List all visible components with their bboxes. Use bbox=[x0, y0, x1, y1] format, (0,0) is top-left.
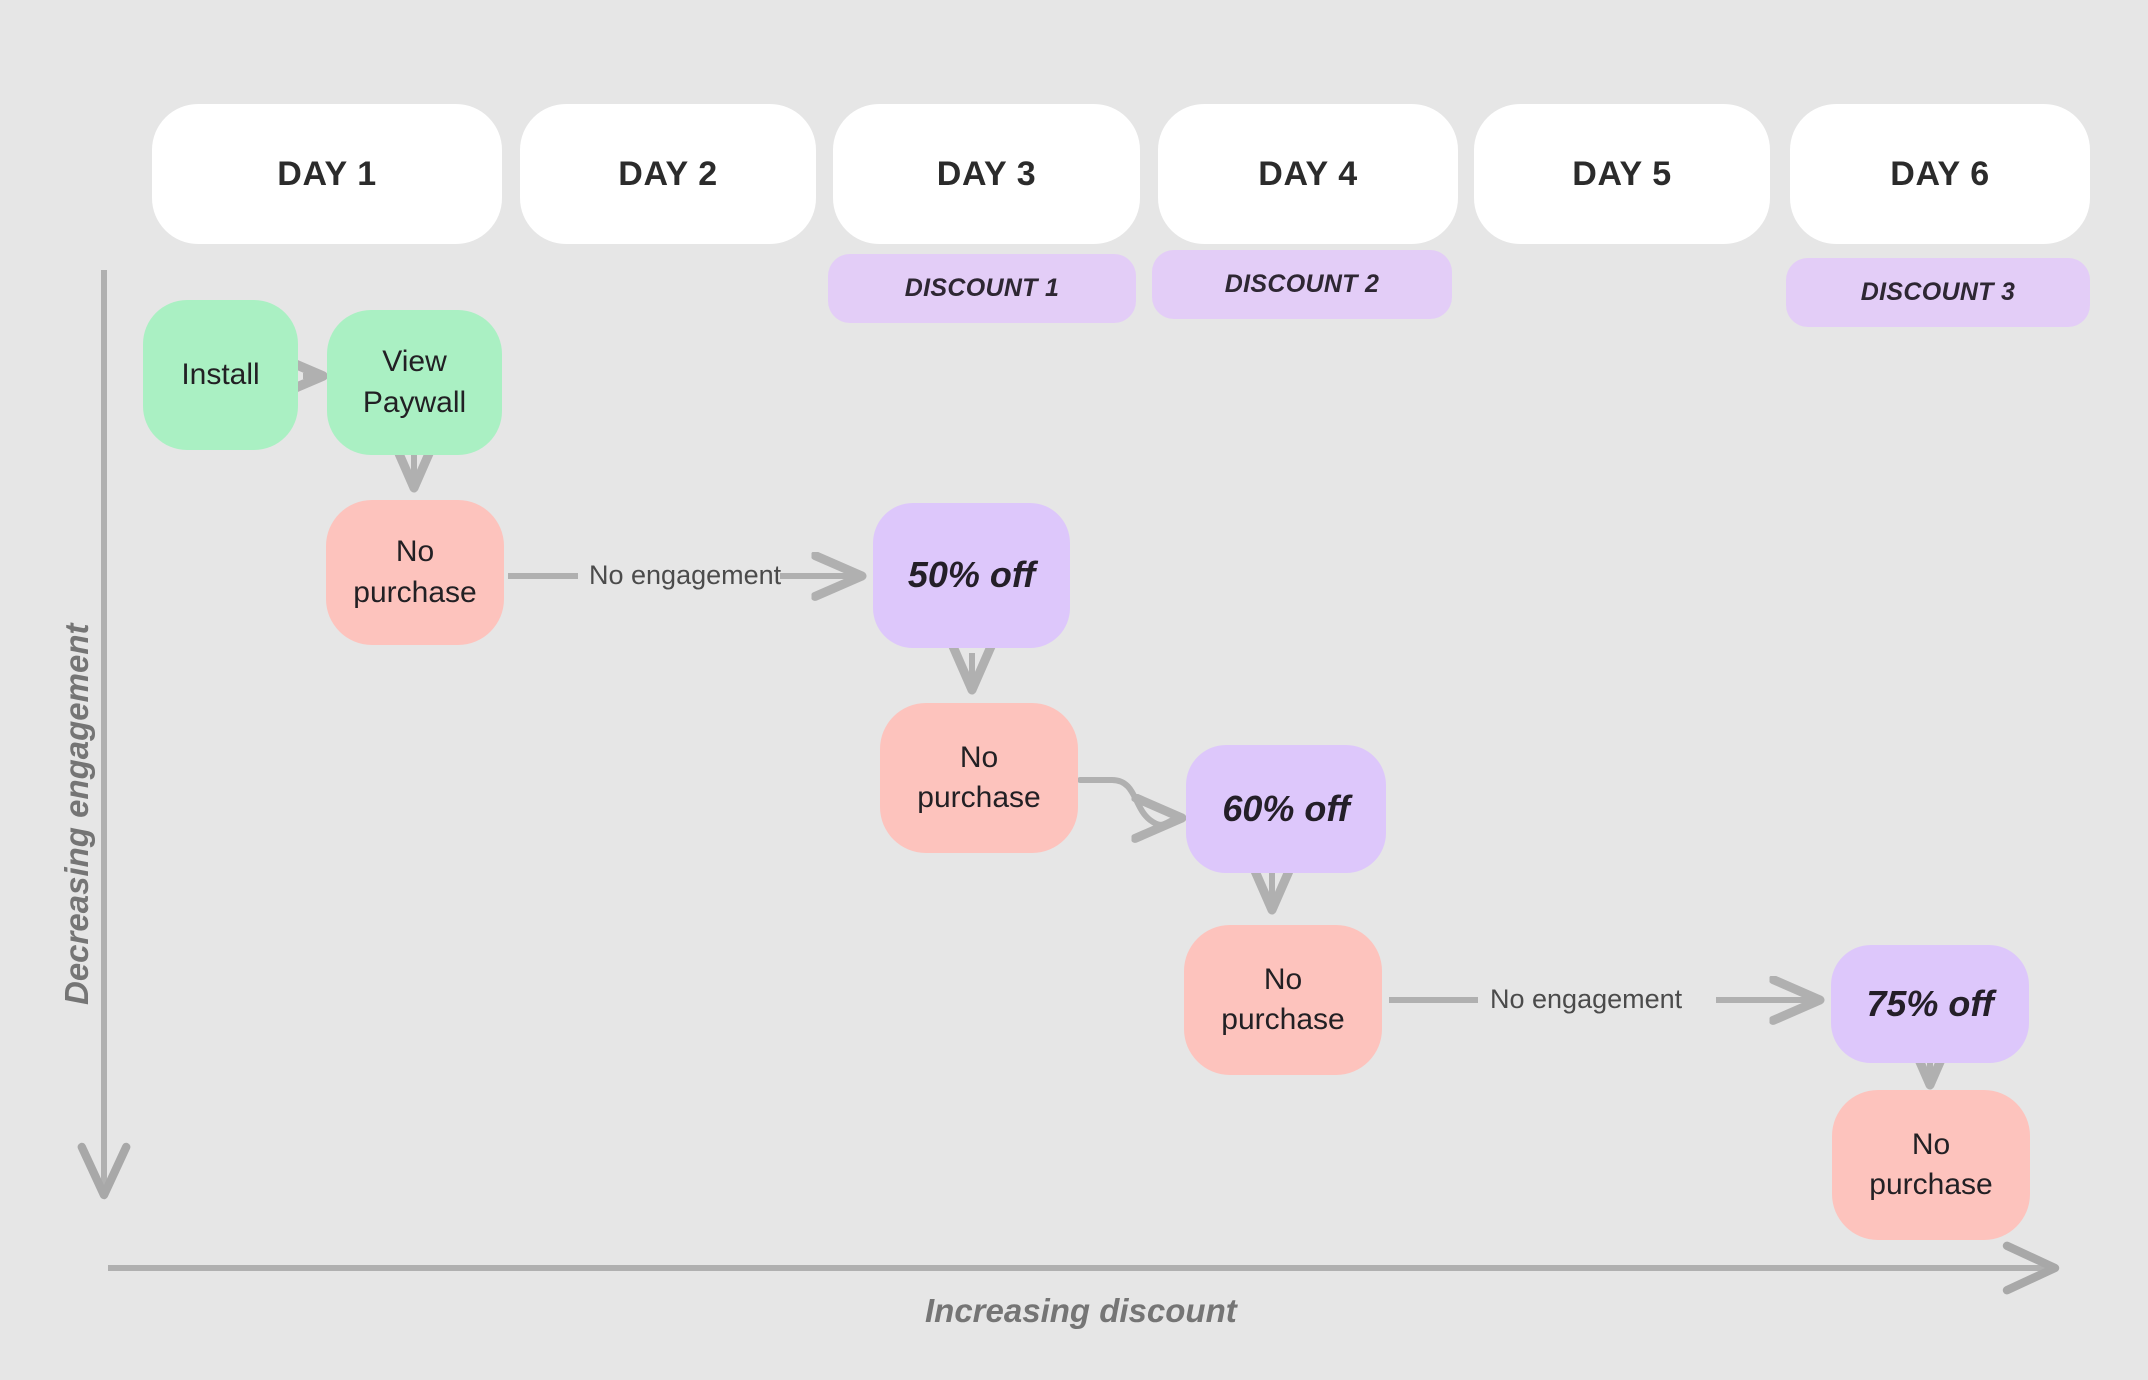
node-no-purchase-2[interactable]: No purchase bbox=[880, 703, 1078, 853]
day-card-label: DAY 6 bbox=[1890, 154, 1990, 193]
discount-badge-1[interactable]: DISCOUNT 1 bbox=[828, 254, 1136, 323]
day-card-6[interactable]: DAY 6 bbox=[1790, 104, 2090, 244]
day-card-label: DAY 5 bbox=[1572, 154, 1672, 193]
node-75-off[interactable]: 75% off bbox=[1831, 945, 2029, 1063]
node-install[interactable]: Install bbox=[143, 300, 298, 450]
discount-badge-label: DISCOUNT 3 bbox=[1860, 278, 2016, 306]
node-no-purchase-4[interactable]: No purchase bbox=[1832, 1090, 2030, 1240]
day-card-1[interactable]: DAY 1 bbox=[152, 104, 502, 244]
node-no-purchase-1[interactable]: No purchase bbox=[326, 500, 504, 645]
node-label: 60% off bbox=[1222, 787, 1350, 829]
node-label: 50% off bbox=[907, 554, 1036, 596]
day-card-2[interactable]: DAY 2 bbox=[520, 104, 816, 244]
node-60-off[interactable]: 60% off bbox=[1186, 745, 1386, 873]
node-label: View Paywall bbox=[362, 345, 467, 419]
discount-badge-2[interactable]: DISCOUNT 2 bbox=[1152, 250, 1452, 319]
node-no-purchase-3[interactable]: No purchase bbox=[1184, 925, 1382, 1075]
discount-badge-label: DISCOUNT 2 bbox=[1224, 270, 1380, 298]
day-card-label: DAY 1 bbox=[277, 154, 377, 193]
node-label: No purchase bbox=[1869, 1127, 1993, 1202]
y-axis-caption: Decreasing engagement bbox=[58, 623, 95, 1005]
day-card-label: DAY 4 bbox=[1258, 154, 1358, 193]
discount-badge-label: DISCOUNT 1 bbox=[904, 274, 1060, 302]
edge-label-no-engagement-2: No engagement bbox=[1490, 984, 1683, 1014]
node-label: No purchase bbox=[917, 740, 1041, 815]
edge-no-purchase-2-to-60 bbox=[1077, 777, 1182, 825]
node-view-paywall[interactable]: View Paywall bbox=[327, 310, 502, 455]
day-card-label: DAY 2 bbox=[618, 154, 718, 193]
node-label: 75% off bbox=[1866, 982, 1994, 1024]
node-label: No purchase bbox=[1221, 962, 1345, 1037]
x-axis-caption: Increasing discount bbox=[925, 1292, 1237, 1329]
day-card-label: DAY 3 bbox=[936, 154, 1037, 193]
node-label: No purchase bbox=[353, 535, 477, 609]
day-card-4[interactable]: DAY 4 bbox=[1158, 104, 1458, 244]
node-50-off[interactable]: 50% off bbox=[873, 503, 1070, 648]
day-card-5[interactable]: DAY 5 bbox=[1474, 104, 1770, 244]
day-card-3[interactable]: DAY 3 bbox=[833, 104, 1140, 244]
node-label: Install bbox=[181, 357, 260, 391]
edge-label-no-engagement-1: No engagement bbox=[589, 560, 782, 590]
discount-badge-3[interactable]: DISCOUNT 3 bbox=[1786, 258, 2090, 327]
